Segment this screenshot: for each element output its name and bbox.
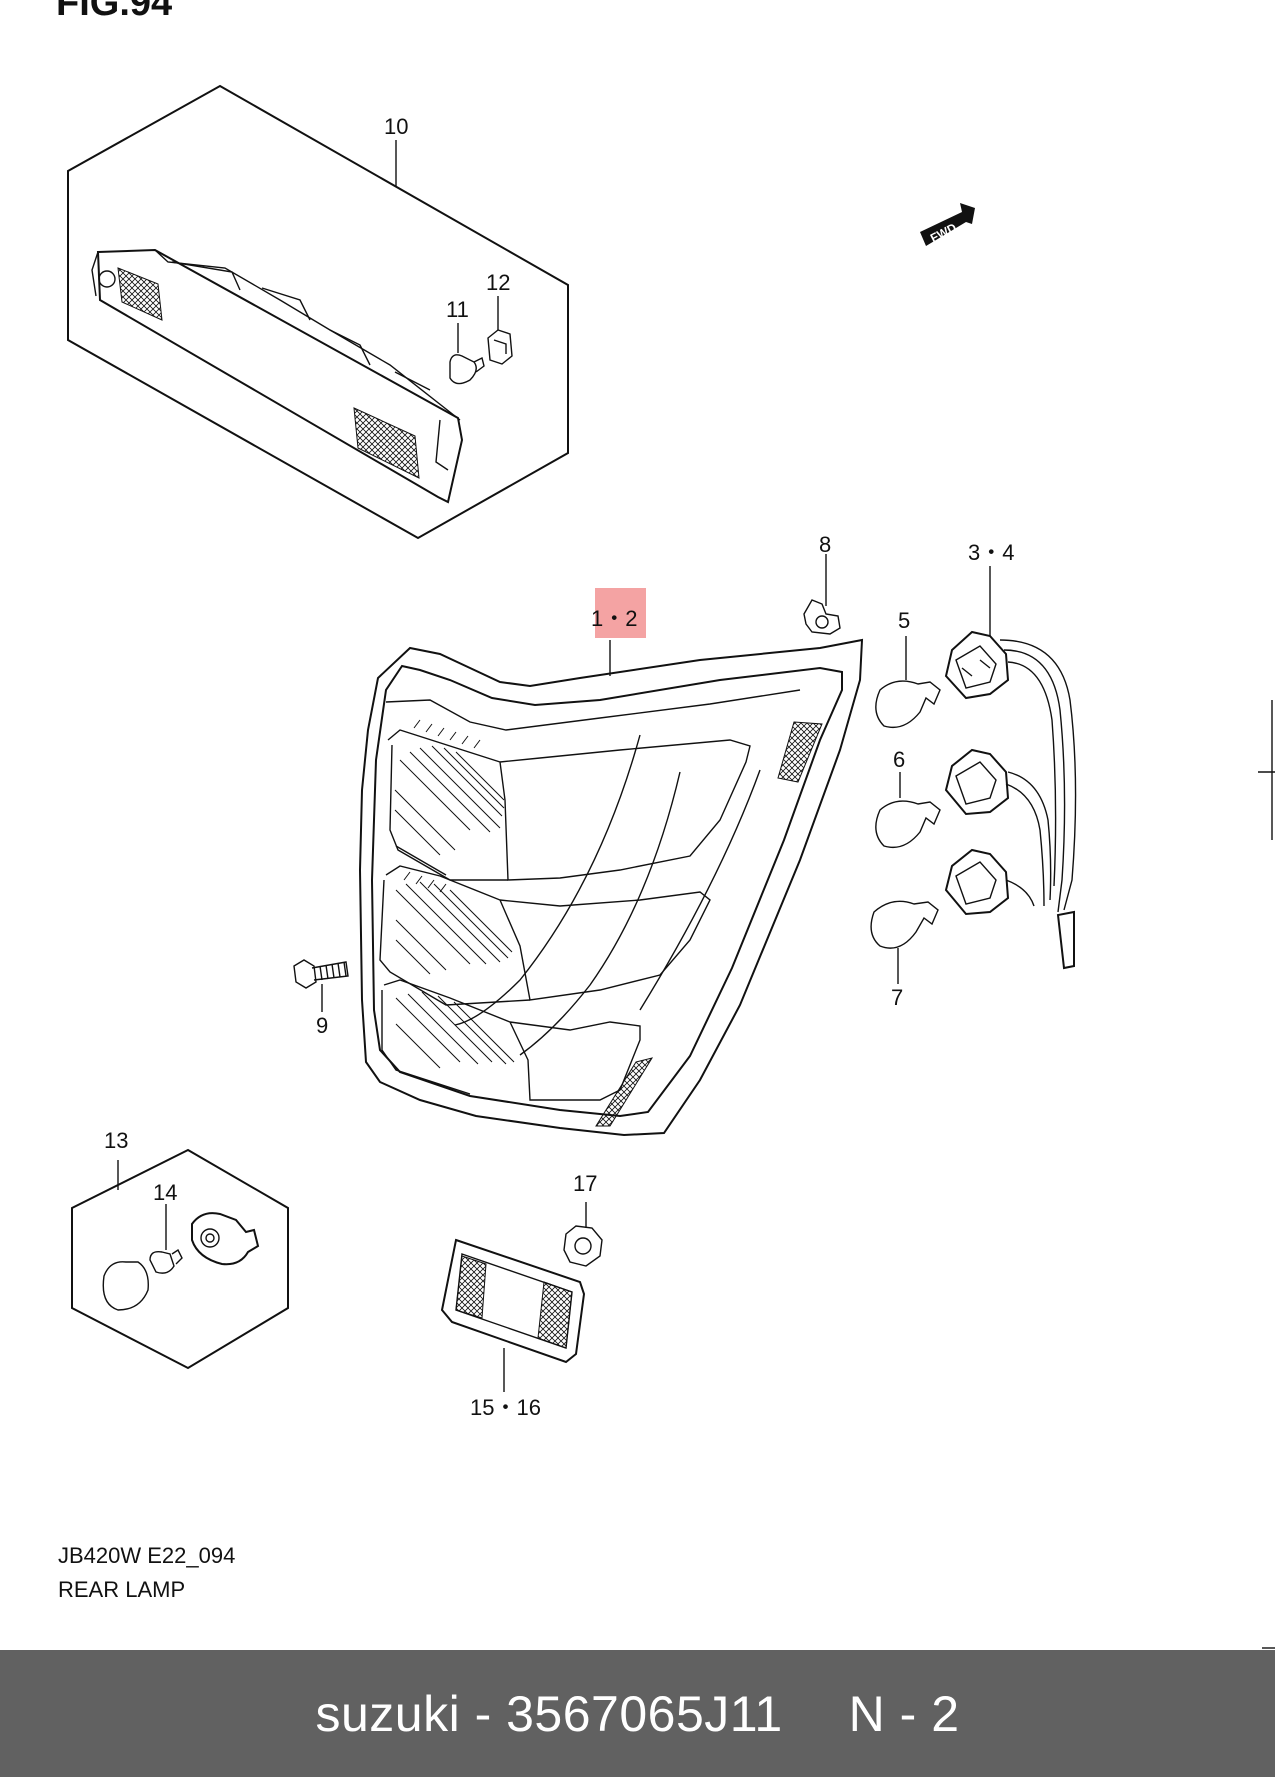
- callout-12: 12: [486, 270, 510, 295]
- bulb-5-shape: [875, 680, 941, 729]
- callout-9: 9: [316, 1013, 328, 1038]
- rear-lamp-assembly: [358, 638, 864, 1137]
- footer-quantity: N - 2: [848, 1685, 960, 1742]
- callout-17: 17: [573, 1171, 597, 1196]
- callout-15-16: 15・16: [470, 1395, 541, 1420]
- box-part-13: [71, 1148, 289, 1370]
- callout-1-2-highlight: [595, 588, 646, 638]
- callout-6: 6: [893, 747, 905, 772]
- reflector-mesh-right: [537, 1281, 573, 1349]
- diagram-code: JB420W E22_094: [58, 1543, 236, 1568]
- bulb-14-shape: [149, 1250, 175, 1274]
- parts-diagram: FWD: [67, 84, 1275, 1649]
- diagram-name: REAR LAMP: [58, 1577, 186, 1602]
- bulb-11-shape: [449, 354, 477, 385]
- callout-10: 10: [384, 114, 408, 139]
- high-mount-lamp-group: [67, 84, 569, 540]
- reflector-outer: [440, 1238, 586, 1364]
- callout-1-2: 1・2: [591, 606, 637, 631]
- lamp-outer-housing: [358, 638, 864, 1137]
- bolt-part-9: [293, 959, 349, 1012]
- socket-upper: [944, 630, 1010, 700]
- callout-3-4: 3・4: [968, 540, 1014, 565]
- reflector-mesh-left: [455, 1255, 487, 1319]
- box-part-10: [67, 84, 569, 540]
- callout-7: 7: [891, 985, 903, 1010]
- nut-part-17: [563, 1202, 603, 1267]
- wire-harness-connector: [1056, 910, 1075, 970]
- bulb-7-shape: [870, 900, 939, 949]
- figure-title: FIG.94: [56, 0, 173, 24]
- callout-14: 14: [153, 1180, 177, 1205]
- bulb-6-shape: [875, 800, 941, 849]
- footer-bar: suzuki - 3567065J11 N - 2: [0, 1650, 1275, 1777]
- callout-13: 13: [104, 1128, 128, 1153]
- reflector-part-15-16: [440, 1238, 586, 1392]
- lens-13-shape: [102, 1261, 149, 1311]
- license-lamp-group: [71, 1148, 289, 1370]
- bulbs-and-sockets: [870, 566, 1077, 984]
- fwd-arrow: FWD: [920, 203, 975, 246]
- footer-part-number: suzuki - 3567065J11: [315, 1685, 783, 1742]
- socket-12-shape: [487, 329, 513, 365]
- lower-side-reflector: [595, 1057, 654, 1127]
- callout-8: 8: [819, 532, 831, 557]
- socket-lower: [944, 848, 1010, 916]
- high-mount-lamp-body: [96, 248, 464, 504]
- socket-13-shape: [191, 1212, 260, 1266]
- upper-side-reflector: [777, 721, 823, 783]
- callout-11: 11: [446, 297, 469, 322]
- socket-middle: [944, 748, 1010, 816]
- clip-part-8: [803, 554, 841, 635]
- lamp-hatching: [394, 719, 515, 1069]
- callout-5: 5: [898, 608, 910, 633]
- lamp-lens-rim: [370, 664, 843, 1118]
